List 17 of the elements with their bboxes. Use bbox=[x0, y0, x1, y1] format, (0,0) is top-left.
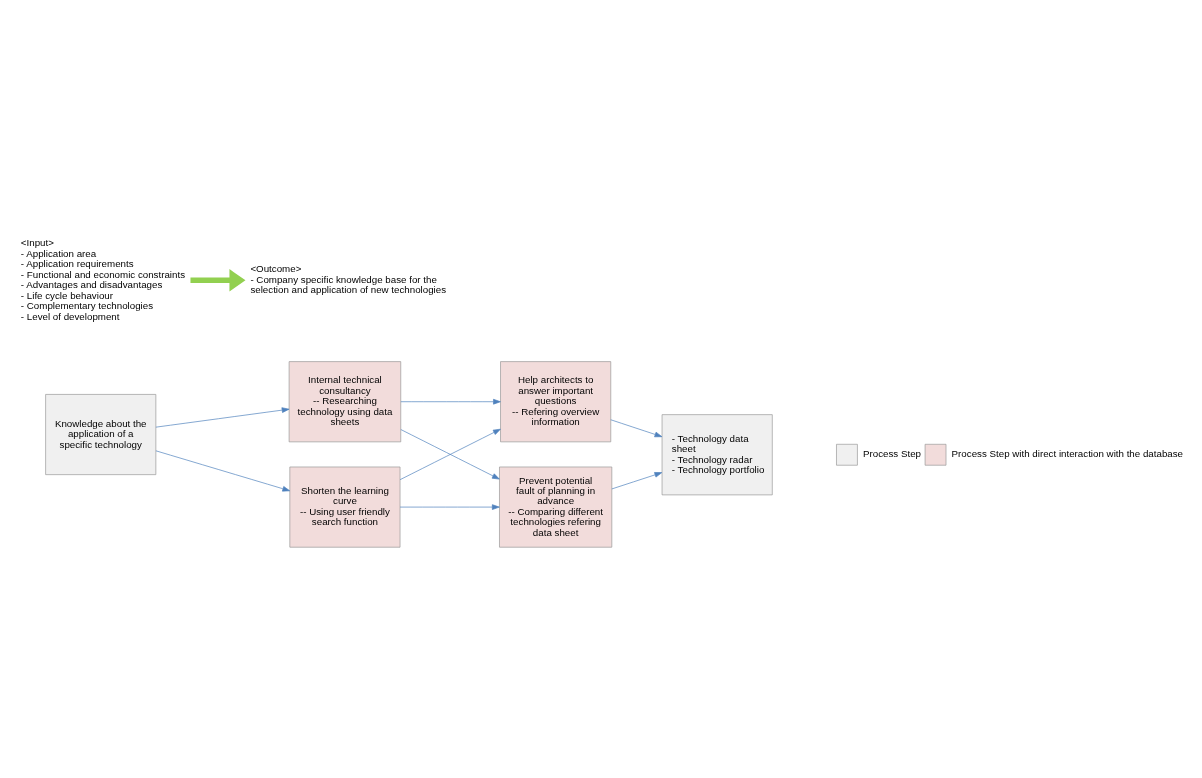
node-box: Prevent potential fault of planning in advance -- Comparing different technologies refering data sheet bbox=[499, 466, 613, 548]
arrow bbox=[155, 450, 291, 492]
arrow bbox=[399, 504, 500, 510]
node-box: - Technology data sheet - Technology radar - Technology portfolio bbox=[661, 414, 773, 496]
legend-label: Process Step bbox=[863, 448, 921, 460]
node-box: Help architects to answer important questions -- Refering overview information bbox=[500, 361, 612, 443]
node-text: <Input> - Application area - Application requirements - Functional and economic constraints - Advantages and disadvantages - Life cycle behaviour - Complementary technologies - Level of development bbox=[20, 237, 186, 322]
node-box: Shorten the learning curve -- Using user friendly search function bbox=[289, 466, 401, 548]
node-box: Internal technical consultancy -- Researching technology using data sheets bbox=[288, 361, 402, 443]
node-box: Knowledge about the application of a specific technology bbox=[45, 394, 157, 475]
arrow bbox=[610, 419, 663, 438]
arrow bbox=[611, 472, 663, 490]
legend-label: Process Step with direct interaction with the database bbox=[951, 448, 1184, 460]
arrow bbox=[400, 398, 501, 405]
arrow bbox=[155, 407, 290, 428]
node-text: <Outcome> - Company specific knowledge base for the selection and application of new technologies bbox=[250, 263, 447, 296]
arrow bbox=[190, 269, 246, 292]
